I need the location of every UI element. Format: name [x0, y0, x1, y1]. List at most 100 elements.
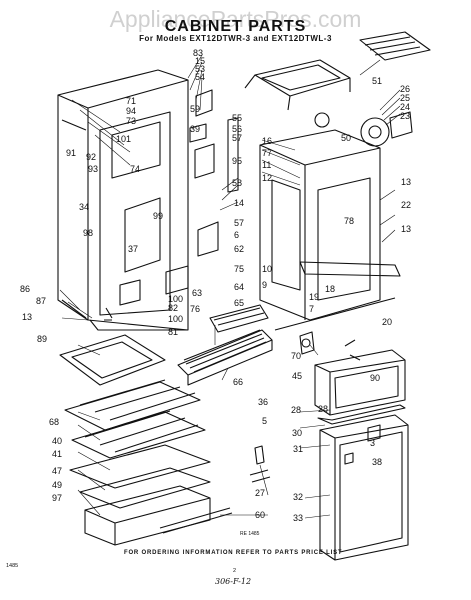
callout: 53: [195, 64, 205, 74]
callout: 28: [291, 405, 301, 415]
ordering-note: FOR ORDERING INFORMATION REFER TO PARTS …: [124, 550, 343, 556]
callout: 37: [128, 244, 138, 254]
callout: 62: [234, 244, 244, 254]
callout: 56: [232, 124, 242, 134]
crisper-glass: [79, 467, 211, 509]
outer-cabinet-shell: [57, 69, 189, 331]
callout: 63: [192, 288, 202, 298]
callout-labels: 83 15 53 54 26 25 24 23 51 71 94 73 101 …: [20, 48, 411, 523]
callout: 15: [195, 56, 205, 66]
callout: 16: [262, 136, 272, 146]
callout: 89: [37, 334, 47, 344]
callout: 9: [262, 280, 267, 290]
callout: 87: [36, 296, 46, 306]
callout: 71: [126, 96, 136, 106]
figure-code: RE 1485: [240, 531, 260, 537]
callout: 66: [233, 377, 243, 387]
callout: 57: [232, 133, 242, 143]
callout: 24: [400, 102, 410, 112]
callout: 76: [190, 304, 200, 314]
fan-blade: [360, 117, 390, 147]
callout: 10: [262, 264, 272, 274]
callout: 73: [126, 116, 136, 126]
callout: 3: [370, 438, 375, 448]
callout: 27: [255, 488, 265, 498]
page-code-left: 1485: [6, 563, 19, 569]
callout: 25: [400, 93, 410, 103]
diagram-title: CABINET PARTS: [164, 18, 307, 35]
callout: 90: [370, 373, 380, 383]
callout: 51: [372, 76, 382, 86]
grille-front: [177, 329, 273, 376]
callout: 50: [341, 133, 351, 143]
callout: 45: [292, 371, 302, 381]
fresh-food-liner: [259, 129, 381, 321]
callout: 57: [234, 218, 244, 228]
callout: 36: [258, 397, 268, 407]
callout: 100: [168, 294, 183, 304]
freezer-door: [314, 349, 406, 416]
callout: 19: [309, 292, 319, 302]
callout: 41: [52, 449, 62, 459]
callout: 38: [372, 457, 382, 467]
callout: 34: [79, 202, 89, 212]
callout: 70: [291, 351, 301, 361]
callout: 30: [292, 428, 302, 438]
callout: 7: [309, 304, 314, 314]
cabinet-back-panel: [99, 111, 171, 316]
drawer-slide: [159, 507, 233, 534]
callout: 6: [234, 230, 239, 240]
callout: 98: [83, 228, 93, 238]
door-divider: [317, 404, 406, 425]
callout: 33: [293, 513, 303, 523]
callout: 68: [49, 417, 59, 427]
callout: 13: [401, 224, 411, 234]
diagram-subtitle: For Models EXT12DTWR-3 and EXT12DTWL-3: [139, 34, 332, 43]
callout: 65: [234, 298, 244, 308]
callout: 28: [318, 404, 328, 414]
callout: 49: [52, 480, 62, 490]
freezer-floor: [59, 334, 166, 386]
callout: 100: [168, 314, 183, 324]
callout: 81: [168, 327, 178, 337]
callout: 94: [126, 106, 136, 116]
callout: 64: [234, 282, 244, 292]
callout: 20: [382, 317, 392, 327]
callout: 59: [190, 104, 200, 114]
callout: 13: [401, 177, 411, 187]
callout: 14: [234, 198, 244, 208]
callout: 78: [344, 216, 354, 226]
callout: 18: [325, 284, 335, 294]
ice-tray: [359, 31, 431, 61]
callout: 12: [262, 173, 272, 183]
callout: 26: [400, 84, 410, 94]
callout: 11: [262, 160, 271, 170]
callout: 75: [234, 264, 244, 274]
watermark: AppliancePartsPros.com: [109, 6, 362, 32]
callout: 32: [293, 492, 303, 502]
fan-motor: [389, 111, 413, 139]
grille-top: [209, 304, 269, 333]
callout: 83: [193, 48, 203, 58]
callout: 60: [255, 510, 265, 520]
callout: 40: [52, 436, 62, 446]
callout: 22: [401, 200, 411, 210]
drain-trough: [274, 297, 396, 331]
freezer-shelf: [254, 59, 351, 97]
callout: 97: [52, 493, 62, 503]
callout: 95: [232, 156, 242, 166]
callout: 91: [66, 148, 76, 158]
callout: 101: [116, 134, 131, 144]
hinge-pin: [254, 445, 265, 465]
callout: 82: [168, 303, 178, 313]
callout: 99: [153, 211, 163, 221]
liner-rail: [299, 261, 401, 277]
callout: 54: [195, 72, 205, 82]
callout: 77: [262, 148, 272, 158]
callout: 58: [232, 178, 242, 188]
crisper-drawer: [84, 485, 211, 546]
callout: 31: [293, 444, 303, 454]
handwritten-code: 306-F-12: [215, 577, 252, 586]
